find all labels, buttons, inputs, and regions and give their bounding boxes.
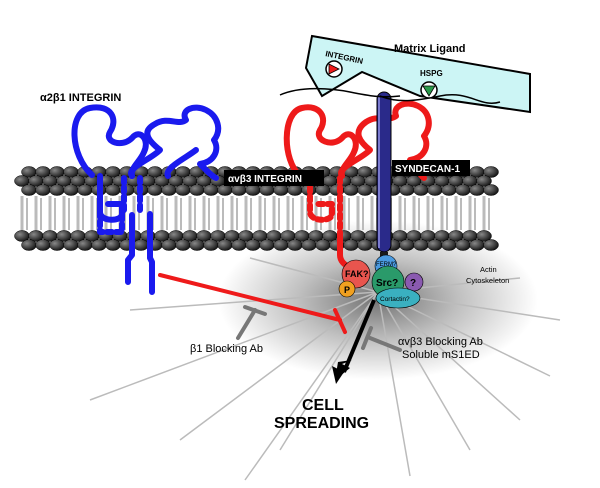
p-label: P: [344, 285, 350, 295]
spreading-label: SPREADING: [274, 415, 369, 432]
soluble-ms1ed-label: Soluble mS1ED: [402, 349, 480, 361]
lipid-head: [483, 166, 499, 178]
lipid-head: [245, 184, 261, 196]
lipid-head: [413, 239, 429, 251]
lipid-head: [91, 239, 107, 251]
spreading-arrow: [332, 299, 376, 384]
question-label: ?: [410, 278, 416, 289]
actin-label-line1: Actin: [480, 265, 497, 274]
lipid-head: [175, 184, 191, 196]
lipid-head: [455, 239, 471, 251]
lipid-head: [315, 184, 331, 196]
lipid-head: [441, 239, 457, 251]
lipid-head: [49, 239, 65, 251]
cortactin-label: Cortactin?: [380, 296, 410, 303]
lipid-head: [287, 239, 303, 251]
lipid-head: [35, 184, 51, 196]
lipid-head: [21, 184, 37, 196]
fak-label: FAK?: [345, 269, 369, 279]
lipid-head: [399, 239, 415, 251]
avb3-label-bg: [224, 170, 324, 186]
b1-blocking-ab-label: β1 Blocking Ab: [190, 343, 263, 355]
signaling-complex: [338, 254, 424, 309]
a2b1-integrin: [71, 104, 222, 295]
lipid-head: [469, 239, 485, 251]
lipid-head: [273, 239, 289, 251]
lipid-head: [301, 239, 317, 251]
lipid-head: [175, 239, 191, 251]
lipid-head: [427, 184, 443, 196]
lipid-head: [343, 239, 359, 251]
lipid-head: [476, 230, 492, 242]
lipid-head: [77, 184, 93, 196]
lipid-head: [483, 239, 499, 251]
lipid-head: [21, 239, 37, 251]
src-label: Src?: [376, 278, 398, 289]
actin-label-line2: Cytoskeleton: [466, 276, 509, 285]
lipid-head: [203, 239, 219, 251]
lipid-head: [357, 184, 373, 196]
lipid-head: [63, 239, 79, 251]
lipid-head: [413, 184, 429, 196]
lipid-head: [273, 184, 289, 196]
lipid-head: [133, 239, 149, 251]
lipid-head: [399, 184, 415, 196]
lipid-head: [63, 184, 79, 196]
lipid-head: [231, 184, 247, 196]
lipid-head: [245, 239, 261, 251]
lipid-head: [35, 239, 51, 251]
p-node: [338, 280, 356, 298]
lipid-head: [203, 184, 219, 196]
syndecan-label-bg: [392, 160, 470, 176]
lipid-head: [287, 184, 303, 196]
lipid-head: [49, 184, 65, 196]
lipid-head: [77, 239, 93, 251]
cell-label: CELL: [302, 397, 344, 414]
lipid-head: [189, 184, 205, 196]
lipid-head: [259, 239, 275, 251]
lipid-head: [217, 184, 233, 196]
matrix-ligand-box: [279, 34, 531, 114]
lipid-head: [161, 184, 177, 196]
lipid-head: [343, 184, 359, 196]
lipid-head: [105, 239, 121, 251]
lipid-head: [105, 184, 121, 196]
lipid-head: [483, 184, 499, 196]
lipid-head: [469, 184, 485, 196]
lipid-head: [259, 184, 275, 196]
a2b1-integrin-label: α2β1 INTEGRIN: [40, 92, 121, 104]
lipid-head: [161, 239, 177, 251]
lipid-head: [231, 239, 247, 251]
lipid-head: [357, 239, 373, 251]
cortactin-node: [375, 287, 421, 309]
inhibition-lines: [158, 273, 402, 352]
avb3-blocking-ab-label: αvβ3 Blocking Ab: [398, 336, 483, 348]
lipid-head: [427, 239, 443, 251]
lipid-head: [147, 184, 163, 196]
lipid-head: [455, 184, 471, 196]
lipid-head: [441, 184, 457, 196]
matrix-ligand-label: Matrix Ligand: [394, 43, 466, 55]
lipid-head: [217, 239, 233, 251]
lipid-head: [476, 175, 492, 187]
syndecan-label: SYNDECAN-1: [395, 164, 460, 175]
hspg-label: HSPG: [420, 69, 443, 78]
avb3-integrin-label: αvβ3 INTEGRIN: [228, 174, 302, 185]
ferm-label: FERM?: [376, 262, 397, 268]
lipid-head: [189, 239, 205, 251]
lipid-head: [315, 239, 331, 251]
